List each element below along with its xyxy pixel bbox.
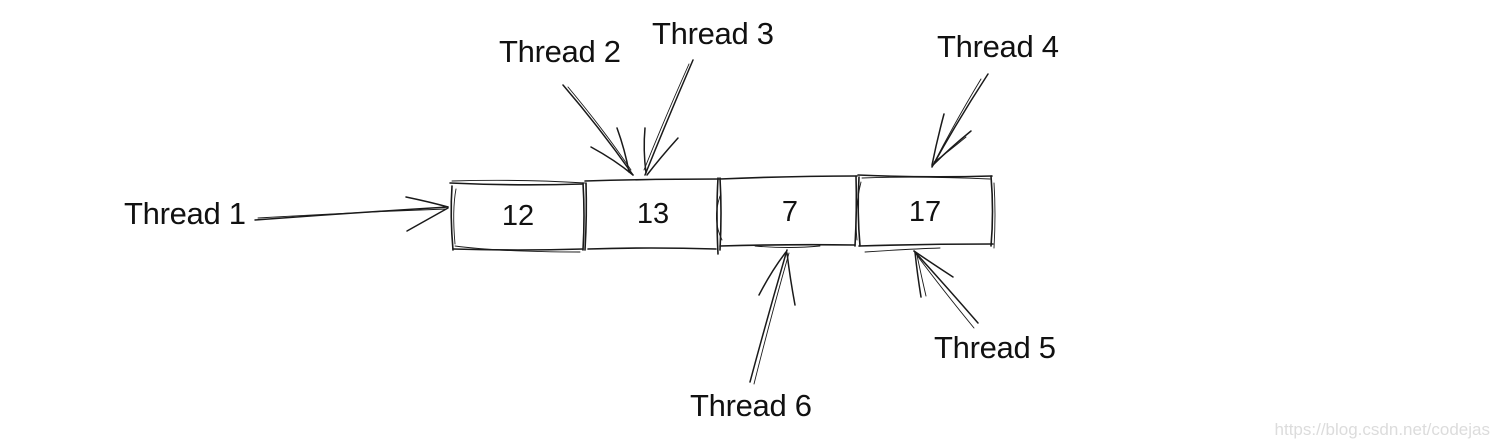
- thread-4-label: Thread 4: [937, 29, 1059, 64]
- thread-2-label: Thread 2: [499, 34, 621, 69]
- thread-6-arrow: [749, 249, 796, 385]
- thread-2-arrow: [562, 84, 634, 176]
- thread-5-label: Thread 5: [934, 330, 1056, 365]
- array-cell-1-outline: [584, 177, 723, 255]
- watermark: https://blog.csdn.net/codejas: [1274, 420, 1490, 439]
- array-cell-value-3: 17: [908, 196, 942, 228]
- array-cell-value-2: 7: [781, 196, 799, 228]
- thread-3-arrow: [643, 59, 694, 176]
- thread-4-arrow: [931, 73, 989, 168]
- thread-1-label: Thread 1: [124, 196, 246, 231]
- thread-1-arrow: [254, 196, 449, 232]
- thread-5-arrow: [913, 250, 979, 329]
- array-cell-2-outline: [719, 175, 862, 251]
- thread-6-label: Thread 6: [690, 388, 812, 423]
- array-cell-value-1: 13: [636, 198, 670, 230]
- array-cell-3-outline: [857, 174, 996, 253]
- array-cell-value-0: 12: [501, 200, 535, 232]
- array-cell-0-outline: [449, 179, 586, 253]
- thread-3-label: Thread 3: [652, 16, 774, 51]
